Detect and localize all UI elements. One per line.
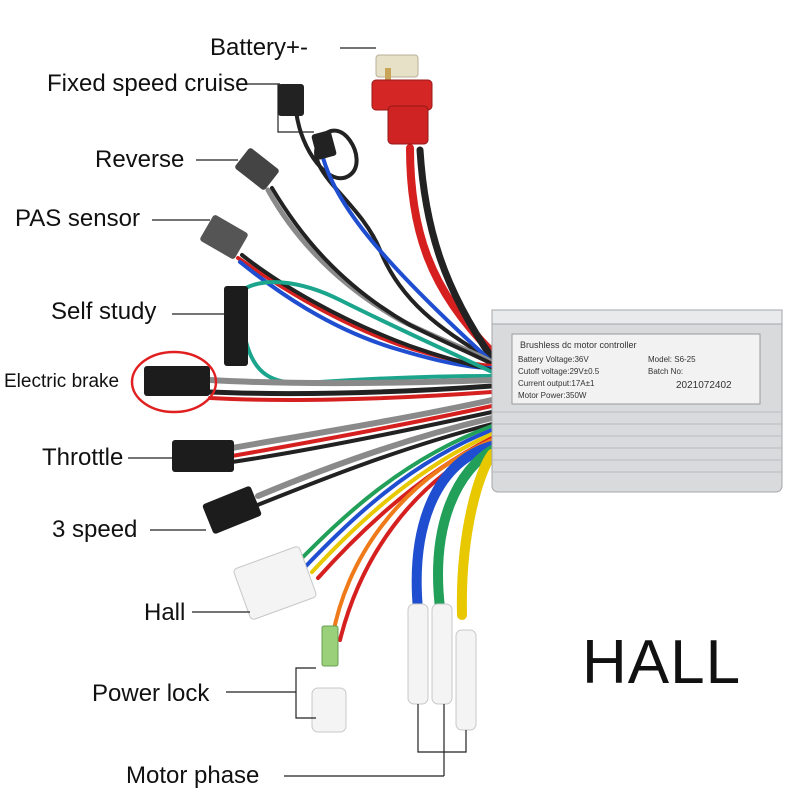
power-lock-connector bbox=[311, 625, 347, 733]
label-hall: Hall bbox=[144, 599, 186, 626]
speed3-connector bbox=[202, 486, 262, 534]
label-motor-phase: Motor phase bbox=[126, 762, 260, 789]
label-pas-sensor: PAS sensor bbox=[15, 205, 140, 232]
brake-connector bbox=[144, 366, 210, 396]
connectors bbox=[144, 54, 477, 733]
label-self-study: Self study bbox=[51, 298, 157, 325]
label-3-speed: 3 speed bbox=[52, 516, 138, 543]
plate-header: Brushless dc motor controller bbox=[520, 340, 637, 350]
battery-connector bbox=[371, 54, 433, 145]
plate-batch-label: Batch No: bbox=[648, 367, 683, 376]
controller-box: Brushless dc motor controller Battery Vo… bbox=[491, 309, 783, 493]
throttle-connector bbox=[172, 440, 234, 472]
cruise-connector bbox=[278, 84, 337, 160]
reverse-connector bbox=[235, 148, 279, 190]
plate-batch-number: 2021072402 bbox=[676, 380, 732, 391]
self-study-connector bbox=[224, 286, 248, 366]
highlight-circle bbox=[130, 350, 218, 414]
label-reverse: Reverse bbox=[95, 146, 185, 173]
plate-cutoff-voltage: Cutoff voltage:29V±0.5 bbox=[518, 367, 600, 376]
leader-lines bbox=[128, 47, 467, 777]
hall-title: HALL bbox=[582, 628, 742, 697]
label-electric-brake: Electric brake bbox=[4, 371, 120, 392]
hall-connector bbox=[233, 546, 317, 620]
plate-current-output: Current output:17A±1 bbox=[518, 379, 595, 388]
label-fixed-speed-cruise: Fixed speed cruise bbox=[47, 70, 249, 97]
label-throttle: Throttle bbox=[42, 444, 124, 471]
label-power-lock: Power lock bbox=[92, 680, 210, 707]
plate-model: Model: S6-25 bbox=[648, 355, 696, 364]
pas-connector bbox=[200, 215, 248, 259]
label-battery: Battery+- bbox=[210, 34, 309, 61]
plate-battery-voltage: Battery Voltage:36V bbox=[518, 355, 589, 364]
spec-plate bbox=[511, 333, 761, 405]
plate-motor-power: Motor Power:350W bbox=[518, 391, 587, 400]
wire-bundle bbox=[207, 108, 497, 642]
motor-phase-connectors bbox=[407, 603, 477, 731]
